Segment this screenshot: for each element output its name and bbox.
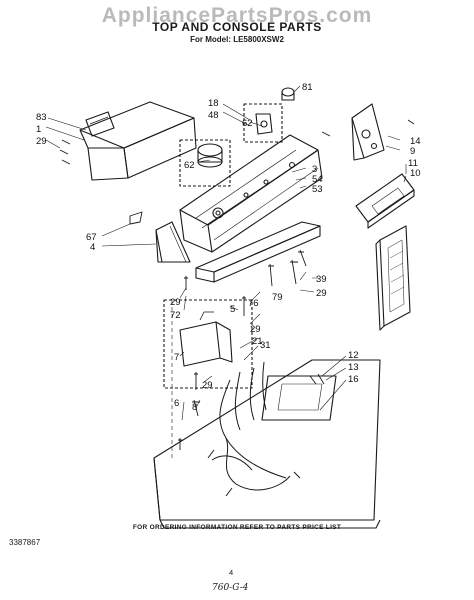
callout-label: 29 xyxy=(250,324,261,335)
right-end-cap xyxy=(351,103,385,161)
callout-label: 10 xyxy=(410,168,421,179)
callout-labels: 1 3 4 5 6 7 8 9 10 11 12 13 14 16 18 21 … xyxy=(36,82,421,413)
leader-lines xyxy=(45,85,407,421)
screws xyxy=(59,119,415,450)
callout-label: 3 xyxy=(312,164,317,175)
callout-label: 4 xyxy=(90,242,95,253)
callout-label: 81 xyxy=(302,82,313,93)
callout-label: 12 xyxy=(348,350,359,361)
diagram-title: TOP AND CONSOLE PARTS xyxy=(152,20,322,34)
page-number: 4 xyxy=(229,568,234,577)
console-body xyxy=(179,134,323,253)
callout-label: 9 xyxy=(410,146,415,157)
callout-label: 1 xyxy=(36,124,41,135)
callout-label: 39 xyxy=(316,274,327,285)
callout-label: 62 xyxy=(242,118,253,129)
drum-light-assembly xyxy=(163,299,253,389)
callout-label: 8 xyxy=(192,402,197,413)
ordering-note: FOR ORDERING INFORMATION REFER TO PARTS … xyxy=(132,524,342,531)
callout-label: 29 xyxy=(170,297,181,308)
callout-label: 13 xyxy=(348,362,359,373)
push-switch-box xyxy=(243,103,283,143)
callout-label: 21 xyxy=(252,336,263,347)
cabinet-top xyxy=(153,300,381,529)
callout-label: 7 xyxy=(174,352,179,363)
callout-label: 11 xyxy=(408,158,418,169)
callout-label: 29 xyxy=(202,380,213,391)
timer-switch-box xyxy=(179,139,231,187)
callout-label: 29 xyxy=(36,136,47,147)
left-end-cap xyxy=(155,221,191,263)
callout-label: 79 xyxy=(272,292,283,303)
callout-label: 83 xyxy=(36,112,47,123)
lint-screen xyxy=(355,173,415,229)
callout-label: 31 xyxy=(260,340,271,351)
callout-label: 53 xyxy=(312,184,323,195)
callout-label: 29 xyxy=(316,288,327,299)
document-number: 3387867 xyxy=(9,538,41,547)
handwritten-code: 760-G-4 xyxy=(212,583,249,593)
rear-trim-panel xyxy=(79,101,197,181)
callout-label: 54 xyxy=(312,174,323,185)
control-knob xyxy=(281,87,295,101)
callout-label: 62 xyxy=(184,160,195,171)
model-subtitle: For Model: LE5800XSW2 xyxy=(190,35,284,44)
callout-label: 67 xyxy=(86,232,97,243)
console-lower-bar xyxy=(195,221,321,283)
lint-filter-housing xyxy=(375,225,411,331)
callout-label: 16 xyxy=(348,374,359,385)
callout-label: 5 xyxy=(230,304,235,315)
callout-label: 14 xyxy=(410,136,421,147)
callout-label: 48 xyxy=(208,110,219,121)
callout-label: 18 xyxy=(208,98,219,109)
callout-label: 76 xyxy=(248,298,259,309)
callout-label: 72 xyxy=(170,310,181,321)
callout-label: 6 xyxy=(174,398,179,409)
wire-harness xyxy=(207,361,301,497)
